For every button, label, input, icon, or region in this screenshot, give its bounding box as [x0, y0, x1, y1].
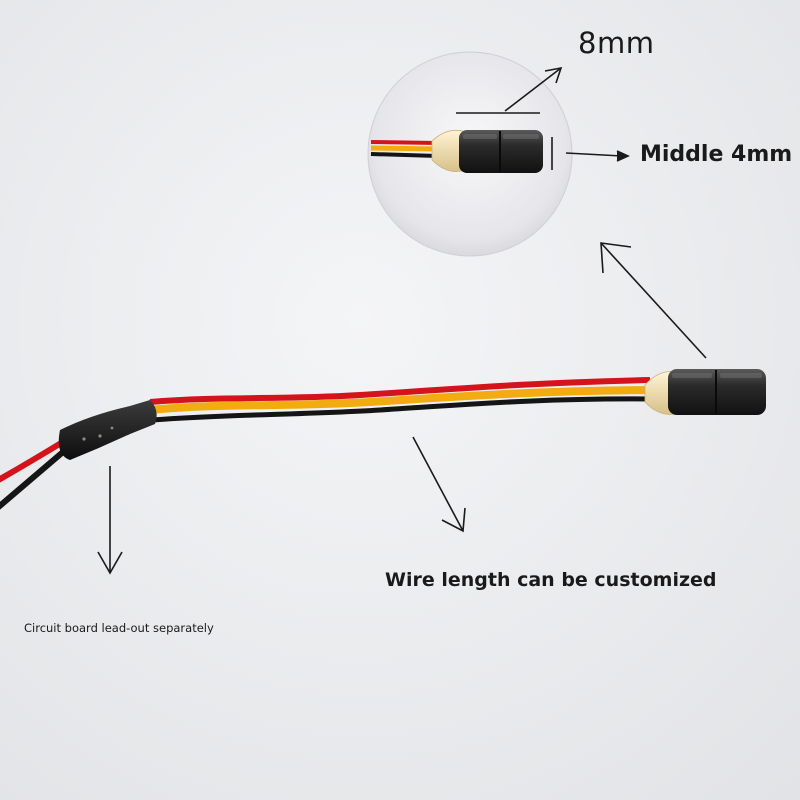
wire-black	[151, 396, 653, 423]
dimension-8mm-label: 8mm	[578, 26, 655, 60]
inset-wire-red	[370, 140, 439, 145]
zoom-arrow	[600, 242, 707, 359]
inset-wire-yellow	[370, 145, 439, 152]
circuit-board-label: Circuit board lead-out separately	[24, 621, 214, 635]
dimension-8mm-marker	[456, 66, 563, 114]
heat-shrink-sleeve	[58, 400, 157, 460]
dimension-middle-label: Middle 4mm	[640, 142, 793, 167]
dimension-middle-marker	[551, 137, 630, 170]
leadout-wire-red	[0, 437, 68, 483]
inset-wire-black	[370, 152, 439, 158]
cable-assembly	[0, 369, 766, 510]
circuit-board-arrow	[97, 466, 123, 575]
wire-length-label: Wire length can be customized	[385, 569, 717, 591]
wire-yellow	[149, 386, 651, 414]
wire-red	[149, 377, 651, 405]
wire-length-arrow	[412, 436, 466, 533]
